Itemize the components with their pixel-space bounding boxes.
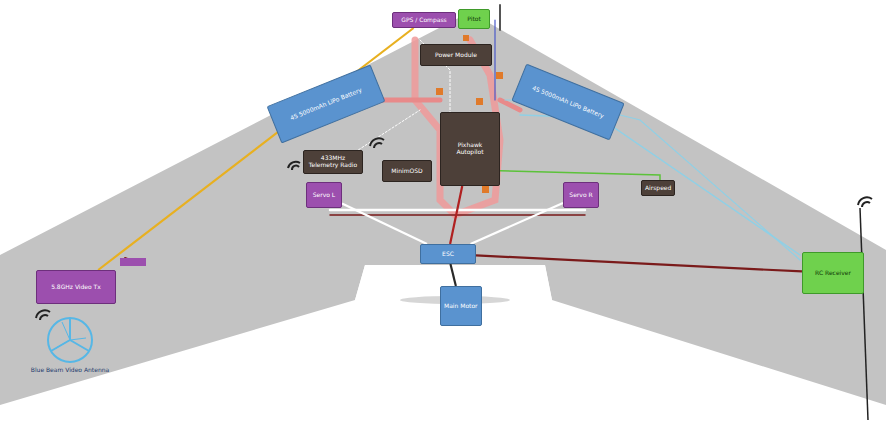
component-box: ESC bbox=[420, 244, 476, 264]
component-label: RC Receiver bbox=[815, 270, 851, 277]
wiring bbox=[125, 5, 800, 262]
component-box: MinimOSD bbox=[382, 160, 432, 182]
component-label: 433MHz Telemetry Radio bbox=[307, 155, 359, 169]
wire bbox=[342, 204, 427, 244]
component-box: 5.8GHz Video Tx bbox=[36, 270, 116, 304]
component-box: Servo L bbox=[306, 182, 342, 208]
component-label: Airspeed bbox=[645, 185, 671, 192]
component-box: Main Motor bbox=[440, 286, 482, 326]
wire bbox=[450, 264, 455, 286]
component-label: MinimOSD bbox=[391, 168, 422, 175]
component-label: ESC bbox=[442, 251, 454, 258]
flying-wing bbox=[0, 12, 886, 405]
component-box: Airspeed bbox=[641, 180, 675, 196]
component-box: Pitot bbox=[458, 9, 490, 29]
component-label: 5.8GHz Video Tx bbox=[51, 284, 101, 291]
component-label: Pixhawk Autopilot bbox=[444, 142, 496, 156]
component-label: Power Module bbox=[435, 52, 477, 59]
component-box: Power Module bbox=[420, 44, 492, 66]
component-box: RC Receiver bbox=[802, 252, 864, 294]
wire bbox=[476, 255, 802, 271]
camera bbox=[120, 258, 146, 266]
component-box: Pixhawk Autopilot bbox=[440, 112, 500, 186]
video-antenna-symbol bbox=[48, 318, 92, 362]
component-box: GPS / Compass bbox=[392, 12, 456, 28]
component-label: Servo R bbox=[569, 192, 592, 199]
component-label: Main Motor bbox=[444, 303, 478, 310]
component-box: Servo R bbox=[563, 182, 599, 208]
component-label: Servo L bbox=[313, 192, 335, 199]
antenna-caption: Blue Beam Video Antenna bbox=[20, 366, 120, 373]
wire bbox=[450, 186, 462, 244]
wire bbox=[471, 203, 563, 244]
component-label: GPS / Compass bbox=[401, 17, 446, 24]
component-box: 433MHz Telemetry Radio bbox=[303, 150, 363, 174]
wire bbox=[98, 28, 413, 270]
component-label: Pitot bbox=[467, 16, 481, 23]
